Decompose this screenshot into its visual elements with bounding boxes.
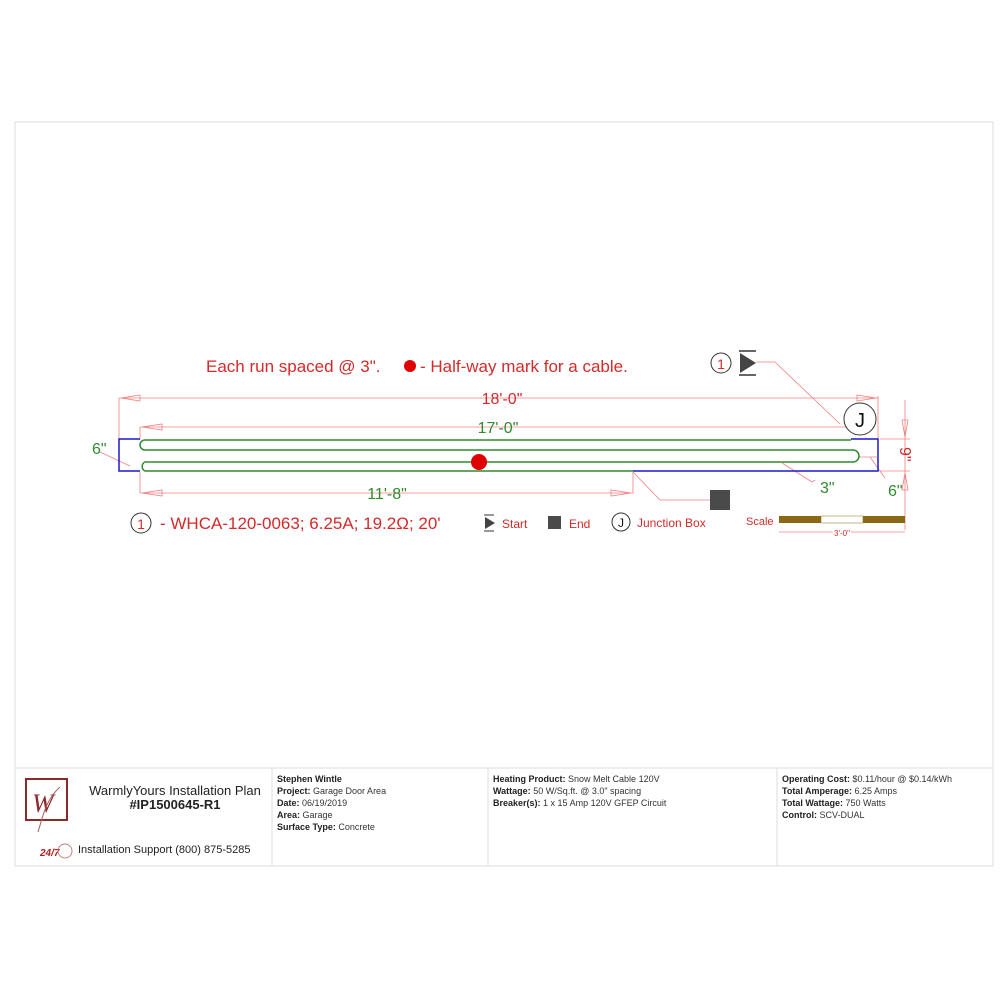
product-info: Heating Product: Snow Melt Cable 120V Wa… [488, 768, 777, 866]
plan-title: WarmlyYours Installation Plan [89, 783, 261, 798]
cable-spec: - WHCA-120-0063; 6.25A; 19.2Ω; 20' [160, 514, 441, 533]
plan-number: #IP1500645-R1 [129, 797, 221, 812]
halfway-legend-dot [404, 360, 416, 372]
legend: 1 - WHCA-120-0063; 6.25A; 19.2Ω; 20' Sta… [130, 512, 905, 540]
warmlyyours-logo: W [25, 778, 68, 833]
area-label: Area: [277, 810, 301, 820]
dimension-lines [99, 394, 910, 530]
cable-length-dimension: 17'-0" [478, 420, 519, 437]
halfway-note: - Half-way mark for a cable. [420, 357, 628, 376]
gap-dimension: 3" [820, 480, 835, 497]
overall-length-dimension: 18'-0" [482, 391, 523, 408]
total-wattage-label: Total Wattage: [782, 798, 843, 808]
cable-end-marker [710, 490, 730, 510]
svg-text:Junction Box: Junction Box [637, 516, 706, 530]
amperage-label: Total Amperage: [782, 786, 853, 796]
customer-name: Stephen Wintle [277, 774, 342, 784]
svg-text:3'-0": 3'-0" [834, 529, 850, 538]
wattage-value: 50 W/Sq.ft. @ 3.0" spacing [533, 786, 642, 796]
page-frame [14, 121, 994, 867]
start-icon [485, 517, 495, 529]
junction-box-marker: J [843, 402, 877, 436]
scale-bar [779, 515, 905, 533]
electrical-info: Operating Cost: $0.11/hour @ $0.14/kWh T… [777, 768, 993, 866]
project-label: Project: [277, 786, 311, 796]
heating-cable-run [139, 439, 860, 472]
cable-start-marker: 1 [710, 350, 841, 425]
product-label: Heating Product: [493, 774, 566, 784]
support-phone: Installation Support (800) 875-5285 [78, 844, 251, 856]
area-value: Garage [302, 810, 333, 820]
project-info: Stephen Wintle Project: Garage Door Area… [272, 768, 488, 866]
control-label: Control: [782, 810, 817, 820]
surface-label: Surface Type: [277, 822, 336, 832]
svg-text:J: J [855, 410, 865, 432]
height-dimension: 9" [896, 447, 913, 462]
support-badge: 24/7 [39, 843, 73, 859]
svg-text:24/7: 24/7 [39, 848, 60, 859]
svg-text:J: J [618, 516, 624, 530]
project-value: Garage Door Area [313, 786, 387, 796]
control-value: SCV-DUAL [819, 810, 865, 820]
svg-text:1: 1 [137, 516, 145, 532]
left-offset-dimension: 6" [92, 441, 107, 458]
junction-box-icon [611, 512, 631, 532]
right-offset-dimension: 6" [888, 483, 903, 500]
heated-area-outline [118, 438, 879, 472]
svg-text:1: 1 [717, 356, 725, 372]
spacing-note: Each run spaced @ 3". [206, 357, 381, 376]
clock-icon [57, 843, 73, 859]
surface-value: Concrete [338, 822, 375, 832]
breaker-label: Breaker(s): [493, 798, 541, 808]
halfway-mark [471, 454, 487, 470]
date-label: Date: [277, 798, 300, 808]
plan-title-block: WarmlyYours Installation Plan #IP1500645… [80, 784, 270, 812]
svg-text:Start: Start [502, 517, 528, 531]
svg-text:End: End [569, 517, 590, 531]
date-value: 06/19/2019 [302, 798, 348, 808]
svg-text:Scale: Scale [746, 516, 774, 528]
start-icon [740, 353, 756, 373]
cost-value: $0.11/hour @ $0.14/kWh [852, 774, 953, 784]
end-icon [548, 516, 561, 529]
product-value: Snow Melt Cable 120V [568, 774, 660, 784]
halfway-length-dimension: 11'-8" [367, 486, 407, 503]
amperage-value: 6.25 Amps [854, 786, 898, 796]
wattage-label: Wattage: [493, 786, 531, 796]
cost-label: Operating Cost: [782, 774, 851, 784]
total-wattage-value: 750 Watts [845, 798, 886, 808]
breaker-value: 1 x 15 Amp 120V GFEP Circuit [543, 798, 667, 808]
